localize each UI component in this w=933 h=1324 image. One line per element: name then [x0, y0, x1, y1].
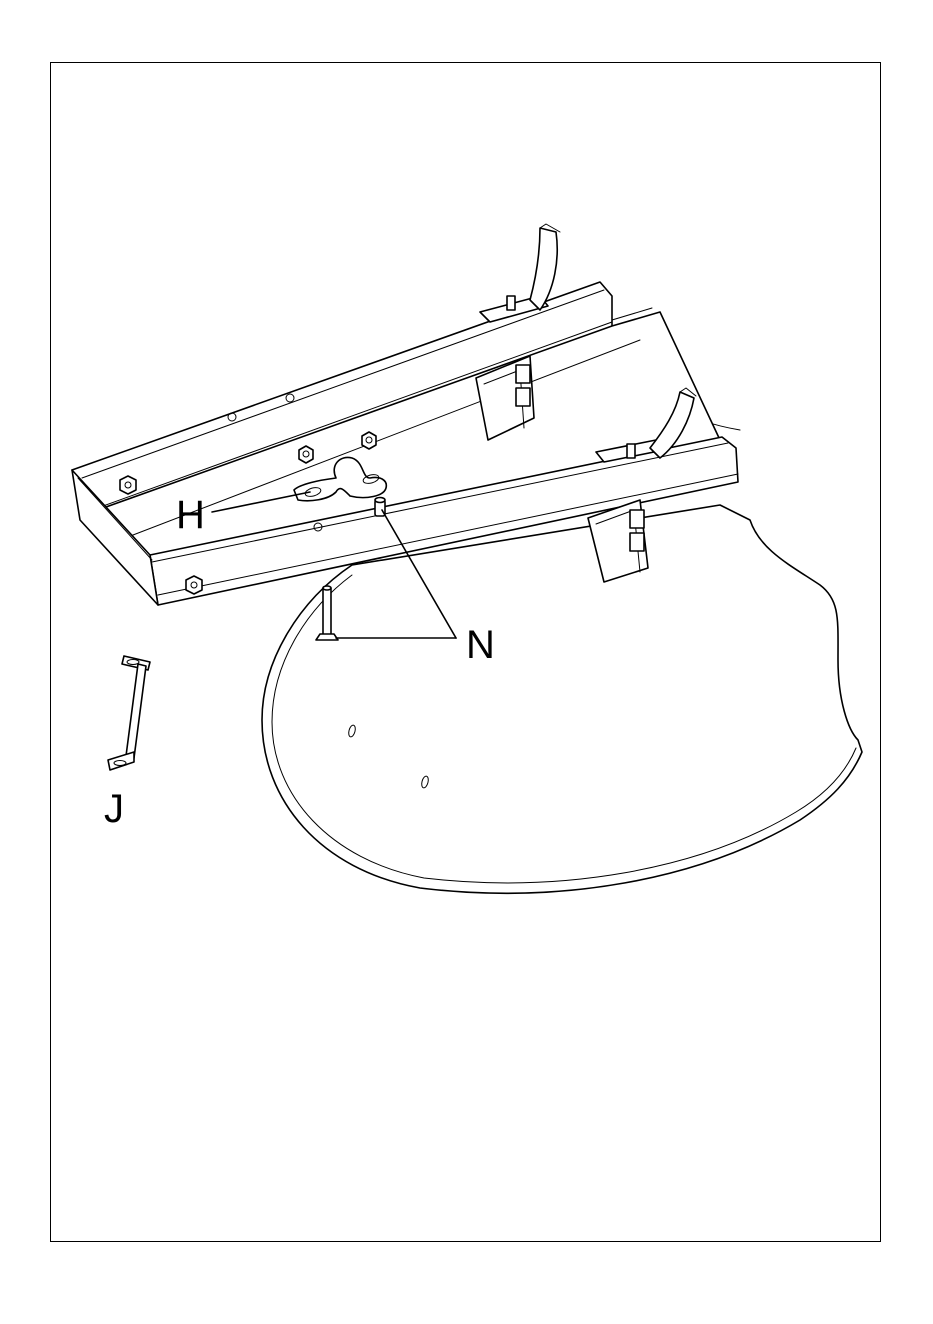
- stay-bar-j: [108, 656, 150, 770]
- label-n: N: [466, 623, 495, 667]
- label-j: J: [104, 787, 124, 831]
- hex-nut: [299, 446, 313, 463]
- hex-nut: [186, 576, 202, 594]
- label-h: H: [176, 493, 205, 537]
- hex-nut: [120, 476, 136, 494]
- hex-nut: [362, 432, 376, 449]
